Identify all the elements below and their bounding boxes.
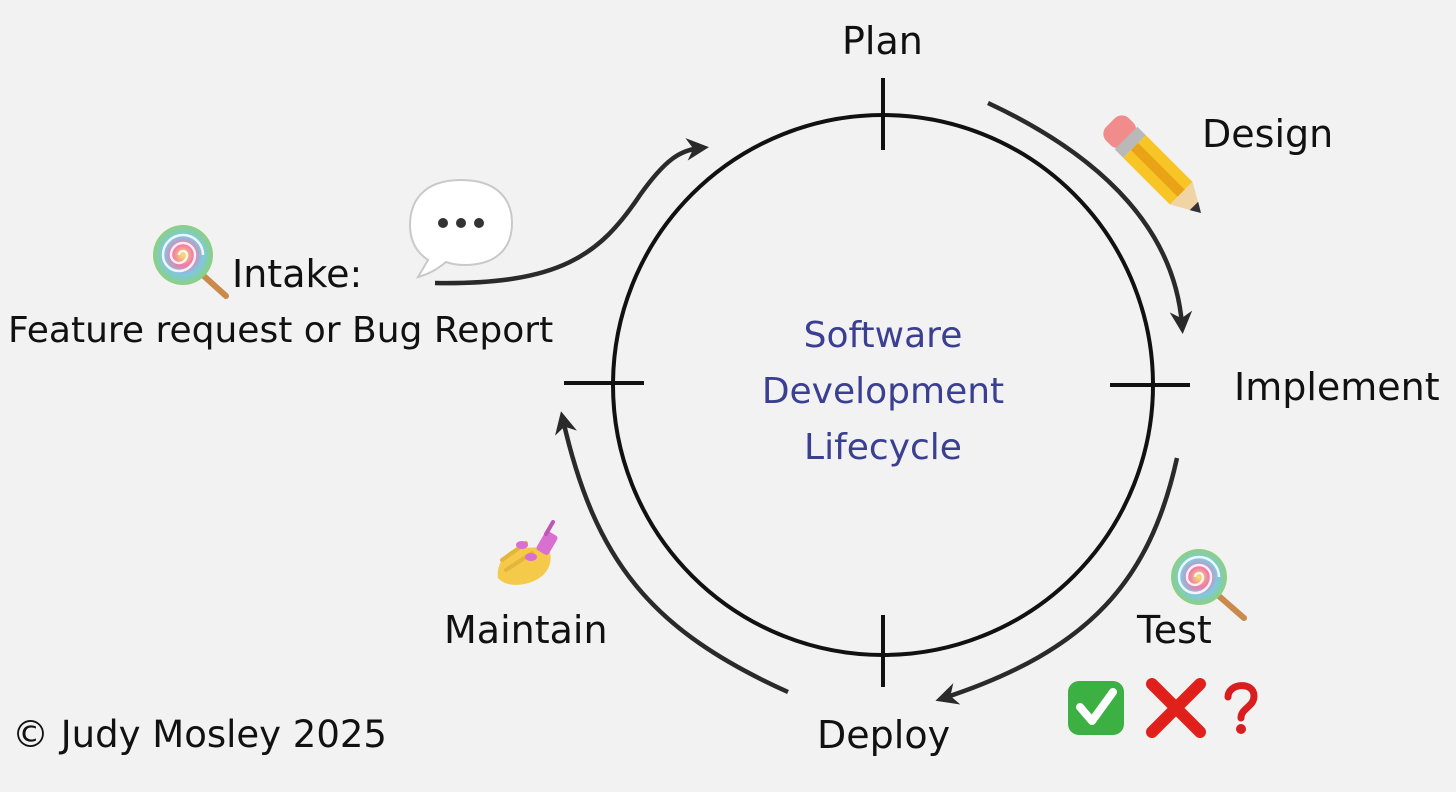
arrow-intake-to-plan [434,138,709,286]
center-title-line-2: Development [761,371,1005,412]
stage-test-label: Test [1137,608,1212,652]
center-title-line-1: Software [803,315,963,356]
arrow-design-to-implement [987,100,1193,334]
arrow-test-to-deploy [935,457,1180,705]
stage-implement-label: Implement [1234,365,1440,409]
lollipop-icon [153,225,229,299]
lollipop-icon-test [1171,549,1247,621]
speech-bubble-icon [408,178,514,279]
stage-deploy-label: Deploy [817,713,951,757]
stage-design-label: Design [1202,112,1334,156]
stage-plan-label: Plan [842,19,923,63]
arrow-deploy-to-maintain [555,411,789,695]
question-mark-icon [1224,682,1258,734]
nail-polish-icon [497,520,558,585]
center-title: Software Development Lifecycle [700,308,1066,476]
center-title-line-3: Lifecycle [804,427,962,468]
copyright-notice: © Judy Mosley 2025 [12,713,387,756]
stage-maintain-label: Maintain [444,608,608,652]
pencil-icon [1103,115,1202,214]
cross-mark-icon [1146,678,1206,738]
intake-subtitle: Feature request or Bug Report [8,310,554,351]
check-mark-icon [1068,681,1124,735]
intake-title: Intake: [232,252,363,296]
